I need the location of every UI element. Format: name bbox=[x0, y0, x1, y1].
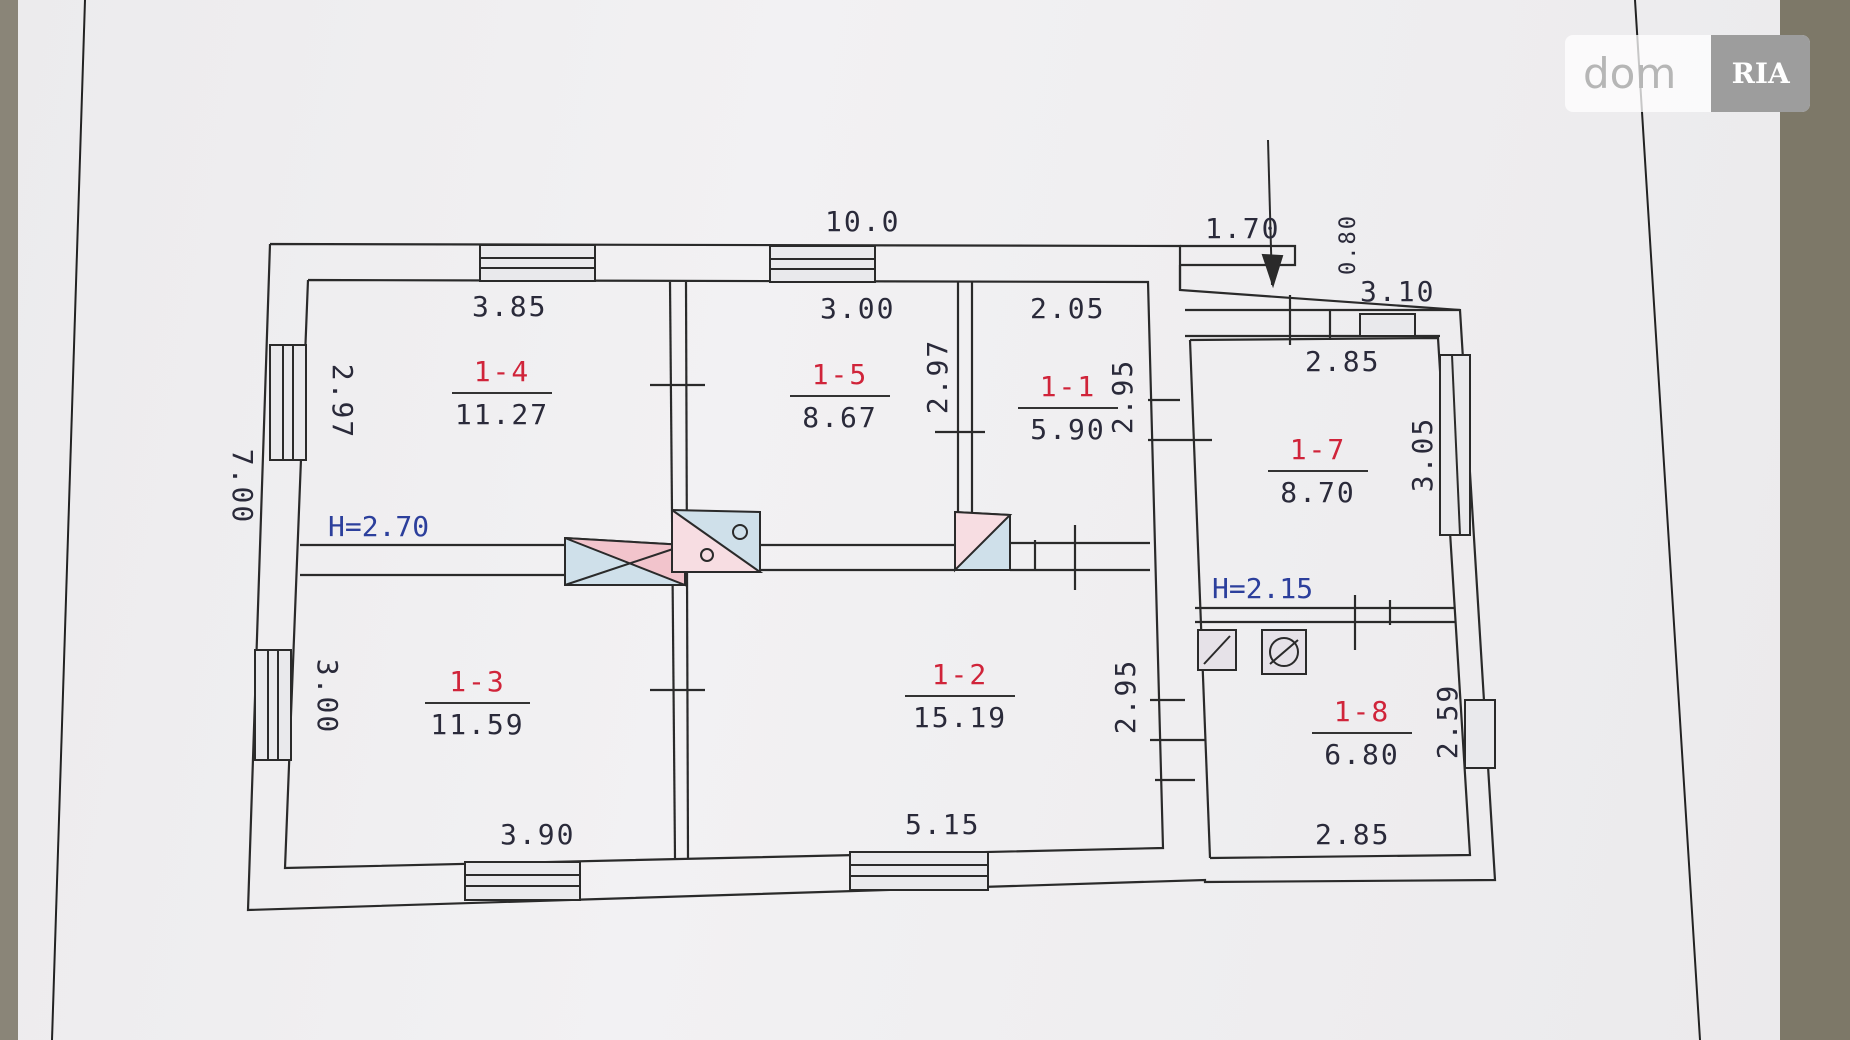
room-label-1-1: 1-1 5.90 bbox=[1018, 370, 1118, 446]
room-1-8-side-dim: 2.59 bbox=[1431, 683, 1465, 760]
room-label-1-4: 1-4 11.27 bbox=[452, 355, 552, 431]
room-code: 1-5 bbox=[811, 358, 869, 391]
room-area: 11.59 bbox=[430, 708, 525, 741]
room-1-2-side-dim: 2.95 bbox=[1109, 658, 1143, 735]
room-area: 5.90 bbox=[1030, 413, 1106, 446]
room-label-1-5: 1-5 8.67 bbox=[790, 358, 890, 434]
room-area: 11.27 bbox=[454, 398, 550, 431]
stoves bbox=[564, 508, 1307, 675]
entrance-arrow bbox=[1261, 139, 1284, 289]
room-1-4-side-dim: 2.97 bbox=[326, 363, 360, 440]
table-surface bbox=[1780, 0, 1850, 1040]
room-1-4-top-dim: 3.85 bbox=[472, 290, 548, 323]
room-code: 1-3 bbox=[449, 665, 506, 698]
porch-top-dim: 1.70 bbox=[1205, 212, 1281, 245]
room-1-5-side-dim: 2.97 bbox=[921, 338, 955, 415]
room-1-7-top-dim: 2.85 bbox=[1305, 345, 1381, 378]
room-code: 1-1 bbox=[1039, 370, 1097, 403]
annex-ceiling-height: H=2.15 bbox=[1212, 572, 1314, 605]
room-1-3-side-dim: 3.00 bbox=[311, 658, 345, 735]
room-code: 1-2 bbox=[931, 658, 989, 691]
room-label-1-7: 1-7 8.70 bbox=[1268, 433, 1368, 509]
room-code: 1-7 bbox=[1289, 433, 1347, 466]
overall-height-label: 7.00 bbox=[226, 448, 260, 525]
dom-ria-logo[interactable]: dom RIA bbox=[1565, 35, 1810, 112]
frame-line-right bbox=[1634, 0, 1701, 1040]
walls bbox=[246, 242, 1497, 912]
windows bbox=[254, 244, 1496, 901]
room-area: 8.67 bbox=[802, 401, 878, 434]
room-code: 1-4 bbox=[473, 355, 531, 388]
porch-side-dim: 0.80 bbox=[1335, 214, 1361, 275]
room-code: 1-8 bbox=[1333, 695, 1391, 728]
room-area: 6.80 bbox=[1324, 738, 1400, 771]
logo-text: dom bbox=[1583, 49, 1677, 98]
room-1-3-bottom-dim: 3.90 bbox=[500, 818, 576, 851]
annex-top-dim: 3.10 bbox=[1360, 275, 1436, 308]
room-area: 8.70 bbox=[1280, 476, 1356, 509]
overall-width-label: 10.0 bbox=[825, 205, 901, 238]
room-1-2-bottom-dim: 5.15 bbox=[905, 808, 981, 841]
logo-badge: RIA bbox=[1711, 35, 1810, 112]
room-area: 15.19 bbox=[912, 701, 1008, 734]
room-1-7-side-dim: 3.05 bbox=[1406, 416, 1440, 493]
room-1-5-top-dim: 3.00 bbox=[820, 292, 896, 325]
room-1-8-bottom-dim: 2.85 bbox=[1315, 818, 1391, 851]
main-ceiling-height: H=2.70 bbox=[328, 510, 430, 543]
room-label-1-3: 1-3 11.59 bbox=[425, 665, 530, 741]
room-label-1-2: 1-2 15.19 bbox=[905, 658, 1015, 734]
room-1-1-top-dim: 2.05 bbox=[1030, 292, 1106, 325]
room-label-1-8: 1-8 6.80 bbox=[1312, 695, 1412, 771]
frame-line-left bbox=[51, 0, 86, 1040]
